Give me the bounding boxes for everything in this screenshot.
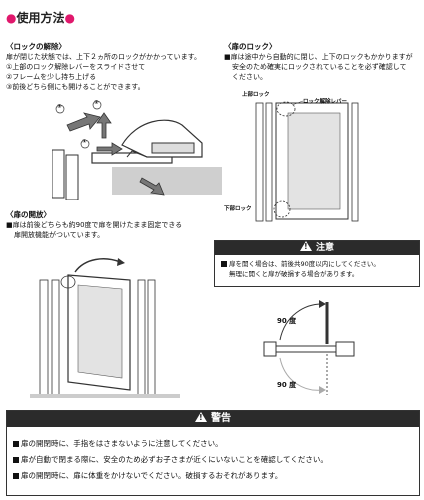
warning-line: 扉の開閉時に、扉に体重をかけないでください。破損するおそれがあります。 <box>13 469 419 482</box>
release-lever <box>151 142 195 154</box>
gate-post <box>137 279 146 396</box>
step-marker <box>55 104 65 114</box>
gate-post <box>351 102 359 222</box>
warning-triangle-icon <box>195 412 207 422</box>
caution-line: 無理に開くと扉が破損する場合があります。 <box>229 270 359 278</box>
lock-release-illustration <box>52 100 222 200</box>
lock-release-line: 扉が閉じた状態では、上下２ヵ所のロックがかかっています。 <box>6 53 201 61</box>
arrow-right-icon <box>96 142 123 156</box>
top-lock-label: 上部ロック <box>242 92 270 98</box>
lock-release-heading: 〈ロックの解除〉 <box>6 42 66 51</box>
door-lock-illustration <box>255 100 359 222</box>
page-title: ●使用方法● <box>6 11 75 25</box>
gate-post <box>147 279 156 396</box>
bottom-lock-label: 下部ロック <box>224 206 252 212</box>
post-block <box>335 341 355 357</box>
door-rail <box>275 345 337 353</box>
angle-label-top: 90 度 <box>277 317 297 325</box>
bullet-square-icon <box>221 260 227 267</box>
warning-line: 扉の開閉時に、手指をはさまないように注意してください。 <box>13 437 419 450</box>
hinge-callout <box>60 275 76 289</box>
top-lock-callout <box>276 101 296 117</box>
door-open-illustration <box>30 258 180 398</box>
lock-release-line: ②フレームを少し持ち上げる <box>6 73 97 81</box>
gate-post <box>52 149 65 199</box>
gate-post <box>65 154 79 200</box>
leader-line <box>291 100 304 106</box>
arrow-up-icon <box>96 112 112 139</box>
bullet-square-icon: ■ <box>6 221 13 229</box>
door-open-line: 扉開放機能がついています。 <box>14 231 105 239</box>
step-marker-label: ② <box>94 100 99 106</box>
bullet-dot-icon: ■ <box>224 53 231 61</box>
release-lever-label: ロック解除レバー <box>303 99 348 105</box>
gate-post <box>39 279 49 396</box>
caution-box: 注意 扉を開く場合は、前後共90度以内にしてください。 無理に開くと扉が破損する… <box>214 240 420 287</box>
step-marker <box>80 139 90 149</box>
lock-release-line: ③前後どちら側にも開けることができます。 <box>6 83 145 91</box>
angle-arc-back <box>279 357 323 391</box>
door-open-line: ■扉は前後どちらも約90度で扉を開けたまま固定できる <box>6 221 183 229</box>
arrowhead-icon <box>117 258 125 266</box>
bullet-square-icon <box>13 472 19 479</box>
angle-diagram <box>263 300 355 395</box>
door-lock-heading: 〈扉のロック〉 <box>224 42 277 51</box>
warning-box: 警告 扉の開閉時に、手指をはさまないように注意してください。 扉が自動で閉まる際… <box>6 410 420 496</box>
warning-title-bar: 警告 <box>7 411 419 427</box>
door-lock-line: 安全のため確実にロックされていることを必ず確認して <box>232 63 407 71</box>
arrow-up-left-icon <box>66 112 101 132</box>
gate-post <box>51 279 60 396</box>
caution-line: 扉を開く場合は、前後共90度以内にしてください。 <box>221 259 419 269</box>
gate-mesh <box>287 112 341 210</box>
gate-mesh <box>77 284 123 379</box>
door-lock-line: ■扉は途中から自動的に閉じ、上下のロックもかかりますが <box>224 53 413 61</box>
bullet-square-icon <box>13 456 19 463</box>
floor-line <box>30 394 180 398</box>
door-open-section: 〈扉の開放〉 ■扉は前後どちらも約90度で扉を開けたまま固定できる 扉開放機能が… <box>6 210 182 240</box>
gate-frame-rail <box>91 152 173 164</box>
warning-line: 扉が自動で閉まる際に、安全のため必ずお子さまが近くにいないことを確認してください… <box>13 453 419 466</box>
frame-shadow <box>112 167 222 195</box>
bullet-dot-icon: ● <box>6 11 17 25</box>
bullet-dot-icon: ● <box>64 11 75 25</box>
caution-title-bar: 注意 <box>215 241 419 255</box>
finger-line <box>126 150 148 158</box>
angle-label-bottom: 90 度 <box>277 381 297 389</box>
door-lock-section: 〈扉のロック〉 ■扉は途中から自動的に閉じ、上下のロックもかかりますが 安全のた… <box>224 42 413 82</box>
bullet-square-icon <box>13 440 19 447</box>
step-marker-label: ① <box>82 139 87 145</box>
post-block <box>263 341 277 357</box>
arrow-down-right-icon <box>139 177 165 196</box>
arrowhead-icon <box>319 386 326 394</box>
arrowhead-icon <box>319 300 326 308</box>
rotation-arrow-icon <box>74 258 121 273</box>
lock-release-section: 〈ロックの解除〉 扉が閉じた状態では、上下２ヵ所のロックがかかっています。 ①上… <box>6 42 201 92</box>
door-open-heading: 〈扉の開放〉 <box>6 210 51 219</box>
door-lock-line: ください。 <box>232 73 267 81</box>
warning-triangle-icon <box>299 241 312 251</box>
gate-post <box>265 102 273 222</box>
bottom-lock-callout <box>273 200 291 218</box>
step-marker-label: ③ <box>57 104 62 110</box>
gate-post <box>255 102 264 222</box>
lock-release-line: ①上部のロック解除レバーをスライドさせて <box>6 63 146 71</box>
angle-arc-front <box>279 303 323 341</box>
step-marker <box>92 100 102 110</box>
